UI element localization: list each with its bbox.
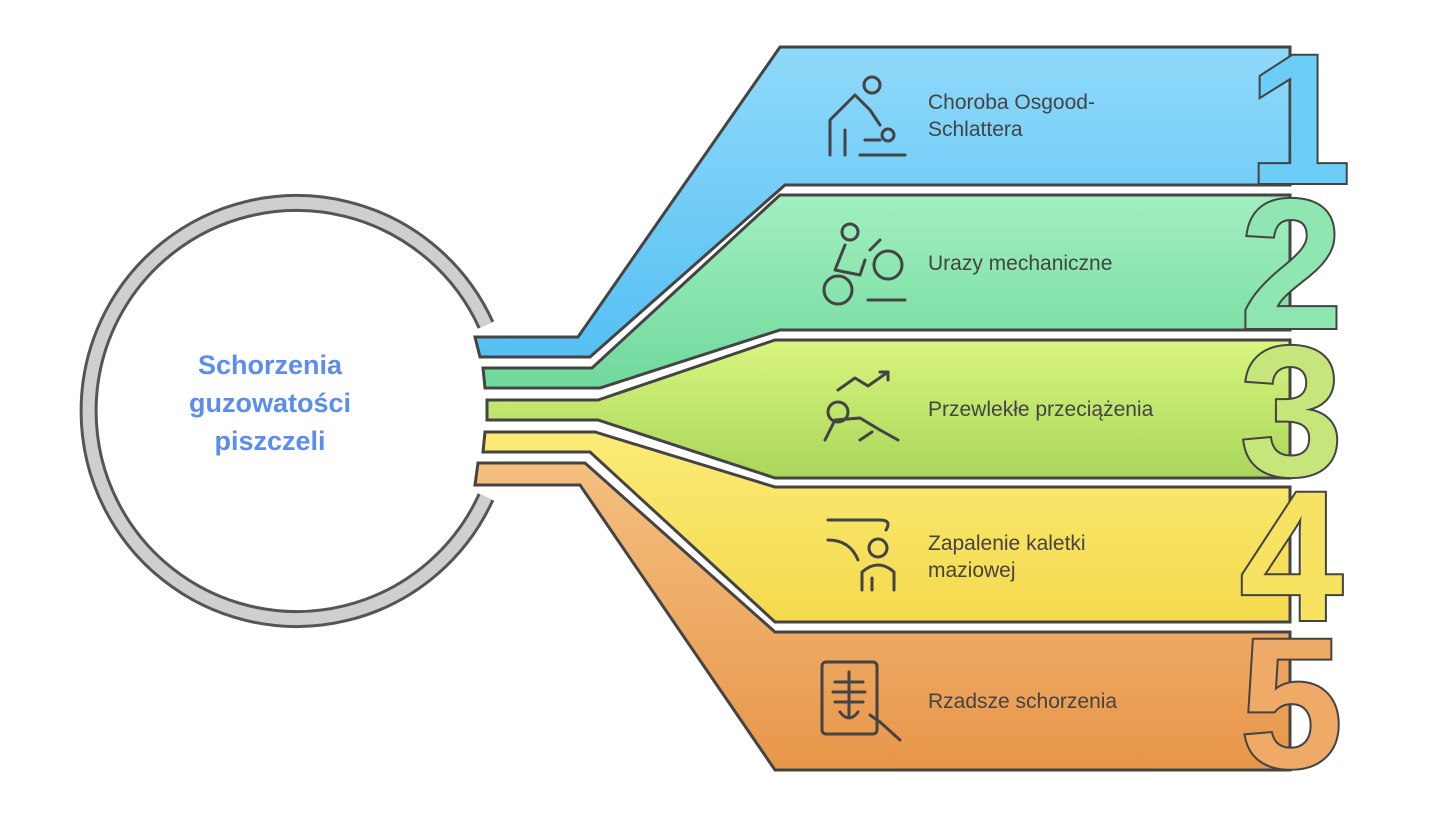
item-label-2: Urazy mechaniczne xyxy=(928,252,1113,275)
child-caregiver-icon xyxy=(828,75,907,157)
branch-1 xyxy=(473,45,1292,359)
item-label-5: Rzadsze schorzenia xyxy=(928,690,1118,713)
number-3: 3 xyxy=(1240,309,1343,515)
overload-trend-icon xyxy=(823,370,900,442)
branch-2 xyxy=(481,193,1292,390)
number-5: 5 xyxy=(1240,601,1343,807)
number-1: 1 xyxy=(1248,17,1351,223)
item-label-3: Przewlekłe przeciążenia xyxy=(928,398,1154,421)
branch-5 xyxy=(473,461,1292,772)
xray-icon xyxy=(820,660,902,742)
item-label-1: Choroba Osgood-Schlattera xyxy=(928,91,1095,141)
item-label-4: Zapalenie kaletki maziowej xyxy=(928,532,1086,582)
cyclist-icon xyxy=(822,222,907,306)
bursitis-icon xyxy=(826,518,896,592)
number-4: 4 xyxy=(1240,454,1343,660)
center-ring xyxy=(79,194,495,628)
branch-3 xyxy=(485,338,1292,480)
center-title: Schorzenia guzowatości piszczeli xyxy=(188,350,351,456)
number-2: 2 xyxy=(1240,162,1343,368)
